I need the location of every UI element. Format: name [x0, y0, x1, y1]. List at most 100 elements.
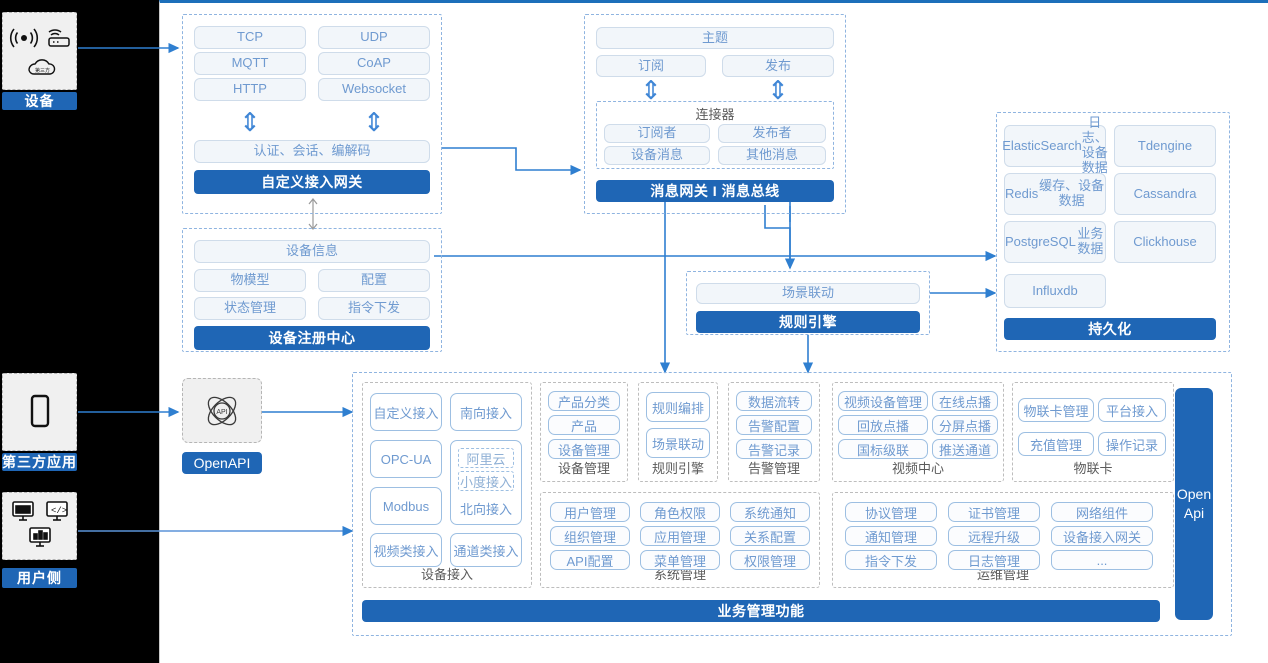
rule-engine-bar[interactable]: 规则引擎 [696, 311, 920, 333]
registry-chip-state[interactable]: 状态管理 [194, 297, 306, 320]
protocol-chip-udp[interactable]: UDP [318, 26, 430, 49]
rule-scene-chip[interactable]: 场景联动 [696, 283, 920, 304]
persistence-bar[interactable]: 持久化 [1004, 318, 1216, 340]
chip-xiaodu-access[interactable]: 小度接入 [458, 471, 514, 491]
chip-protocol-management[interactable]: 协议管理 [845, 502, 937, 522]
svg-text:第三方: 第三方 [35, 67, 50, 74]
chip-app-management[interactable]: 应用管理 [640, 526, 720, 546]
persistence-chip-elasticsearch[interactable]: ElasticSearch 日志、设备数据 [1002, 115, 1108, 175]
chip-platform-access[interactable]: 平台接入 [1098, 398, 1166, 422]
connector-chip-other-message[interactable]: 其他消息 [718, 146, 826, 165]
registry-chip-thing-model[interactable]: 物模型 [194, 269, 306, 292]
persistence-chip-clickhouse[interactable]: Clickhouse [1114, 221, 1216, 263]
connector-chip-device-message[interactable]: 设备消息 [604, 146, 710, 165]
chip-data-flow[interactable]: 数据流转 [736, 391, 812, 411]
group-iot-card: 物联卡 [1012, 382, 1174, 482]
cloud-icon: 第三方 [27, 59, 55, 75]
chip-push-channel[interactable]: 推送通道 [932, 439, 998, 459]
chip-network-component[interactable]: 网络组件 [1051, 502, 1153, 522]
group-label-device-access: 设备接入 [420, 567, 473, 582]
chip-device-access-gateway[interactable]: 设备接入网关 [1051, 526, 1153, 546]
rule-engine-group [686, 271, 930, 335]
chip-command-dispatch[interactable]: 指令下发 [845, 550, 937, 570]
chip-product[interactable]: 产品 [548, 415, 620, 435]
message-publish-chip[interactable]: 发布 [722, 55, 834, 77]
chip-alarm-config[interactable]: 告警配置 [736, 415, 812, 435]
chip-product-category[interactable]: 产品分类 [548, 391, 620, 411]
persistence-chip-cassandra[interactable]: Cassandra [1114, 173, 1216, 215]
chip-menu-management[interactable]: 菜单管理 [640, 550, 720, 570]
chip-org-management[interactable]: 组织管理 [550, 526, 630, 546]
gateway-auth-chip[interactable]: 认证、会话、编解码 [194, 140, 430, 163]
chip-custom-access[interactable]: 自定义接入 [370, 393, 442, 431]
persistence-chip-tdengine[interactable]: Tdengine [1114, 125, 1216, 167]
chip-northbound-label: 北向接入 [459, 502, 512, 517]
chip-user-management[interactable]: 用户管理 [550, 502, 630, 522]
chip-scene-linkage[interactable]: 场景联动 [646, 428, 710, 458]
chip-gb-cascade[interactable]: 国标级联 [838, 439, 928, 459]
chip-split-screen-vod[interactable]: 分屏点播 [932, 415, 998, 435]
connector-title: 连接器 [695, 107, 735, 122]
chip-permission-management[interactable]: 权限管理 [730, 550, 810, 570]
chip-alarm-record[interactable]: 告警记录 [736, 439, 812, 459]
message-gateway-bar[interactable]: 消息网关 I 消息总线 [596, 180, 834, 202]
chip-device-management[interactable]: 设备管理 [548, 439, 620, 459]
chip-operation-record[interactable]: 操作记录 [1098, 432, 1166, 456]
chip-more-ellipsis[interactable]: ... [1051, 550, 1153, 570]
group-device-access: 设备接入 [362, 382, 532, 588]
chip-rule-orchestration[interactable]: 规则编排 [646, 392, 710, 422]
business-functions-panel [352, 372, 1232, 636]
open-api-vertical-bar[interactable]: Open Api [1175, 388, 1213, 620]
chip-remote-upgrade[interactable]: 远程升级 [948, 526, 1040, 546]
app-monitor-icon [11, 501, 34, 521]
connector-chip-publisher[interactable]: 发布者 [718, 124, 826, 143]
chip-certificate-management[interactable]: 证书管理 [948, 502, 1040, 522]
openapi-label-bar[interactable]: OpenAPI [182, 452, 262, 474]
chip-aliyun[interactable]: 阿里云 [458, 448, 514, 468]
chip-video-access[interactable]: 视频类接入 [370, 533, 442, 567]
chip-notification-management[interactable]: 通知管理 [845, 526, 937, 546]
protocol-chip-mqtt[interactable]: MQTT [194, 52, 306, 75]
protocol-chip-http[interactable]: HTTP [194, 78, 306, 101]
mobile-phone-icon [30, 394, 49, 428]
registry-device-info-chip[interactable]: 设备信息 [194, 240, 430, 263]
registry-chip-command[interactable]: 指令下发 [318, 297, 430, 320]
message-topic-chip[interactable]: 主题 [596, 27, 834, 49]
chip-iot-card-management[interactable]: 物联卡管理 [1018, 398, 1094, 422]
chip-video-device-management[interactable]: 视频设备管理 [838, 391, 928, 411]
chip-opc-ua[interactable]: OPC-UA [370, 440, 442, 478]
persistence-chip-influxdb[interactable]: Influxdb [1004, 274, 1106, 308]
chip-api-config[interactable]: API配置 [550, 550, 630, 570]
custom-gateway-bar[interactable]: 自定义接入网关 [194, 170, 430, 194]
chip-system-notification[interactable]: 系统通知 [730, 502, 810, 522]
persistence-name-elasticsearch: ElasticSearch [1002, 137, 1082, 153]
protocol-chip-websocket[interactable]: Websocket [318, 78, 430, 101]
registry-chip-config[interactable]: 配置 [318, 269, 430, 292]
protocol-chip-coap[interactable]: CoAP [318, 52, 430, 75]
chip-playback-vod[interactable]: 回放点播 [838, 415, 928, 435]
connector-chip-subscriber[interactable]: 订阅者 [604, 124, 710, 143]
chip-recharge-management[interactable]: 充值管理 [1018, 432, 1094, 456]
persistence-chip-redis[interactable]: Redis 缓存、设备数据 [1004, 173, 1106, 215]
persistence-desc-elasticsearch: 日志、设备数据 [1081, 115, 1108, 175]
protocol-chip-tcp[interactable]: TCP [194, 26, 306, 49]
group-ops-management: 运维管理 [832, 492, 1174, 588]
business-management-bar[interactable]: 业务管理功能 [362, 600, 1160, 622]
chip-relation-config[interactable]: 关系配置 [730, 526, 810, 546]
chip-southbound-access[interactable]: 南向接入 [450, 393, 522, 431]
api-atom-icon: API [207, 396, 237, 425]
message-subscribe-chip[interactable]: 订阅 [596, 55, 706, 77]
connector-subgroup: 连接器 [596, 101, 834, 169]
group-device-management: 设备管理 [540, 382, 628, 482]
message-bus-group [584, 14, 846, 214]
chip-modbus[interactable]: Modbus [370, 487, 442, 525]
chip-online-vod[interactable]: 在线点播 [932, 391, 998, 411]
device-registry-bar[interactable]: 设备注册中心 [194, 326, 430, 350]
persistence-chip-postgresql[interactable]: PostgreSQL 业务数据 [1004, 221, 1106, 263]
chip-role-permission[interactable]: 角色权限 [640, 502, 720, 522]
chip-log-management[interactable]: 日志管理 [948, 550, 1040, 570]
third-party-label: 第三方应用 [2, 453, 77, 471]
chip-channel-access[interactable]: 通道类接入 [450, 533, 522, 567]
persistence-group [996, 112, 1230, 352]
user-side-label: 用户侧 [2, 568, 77, 588]
